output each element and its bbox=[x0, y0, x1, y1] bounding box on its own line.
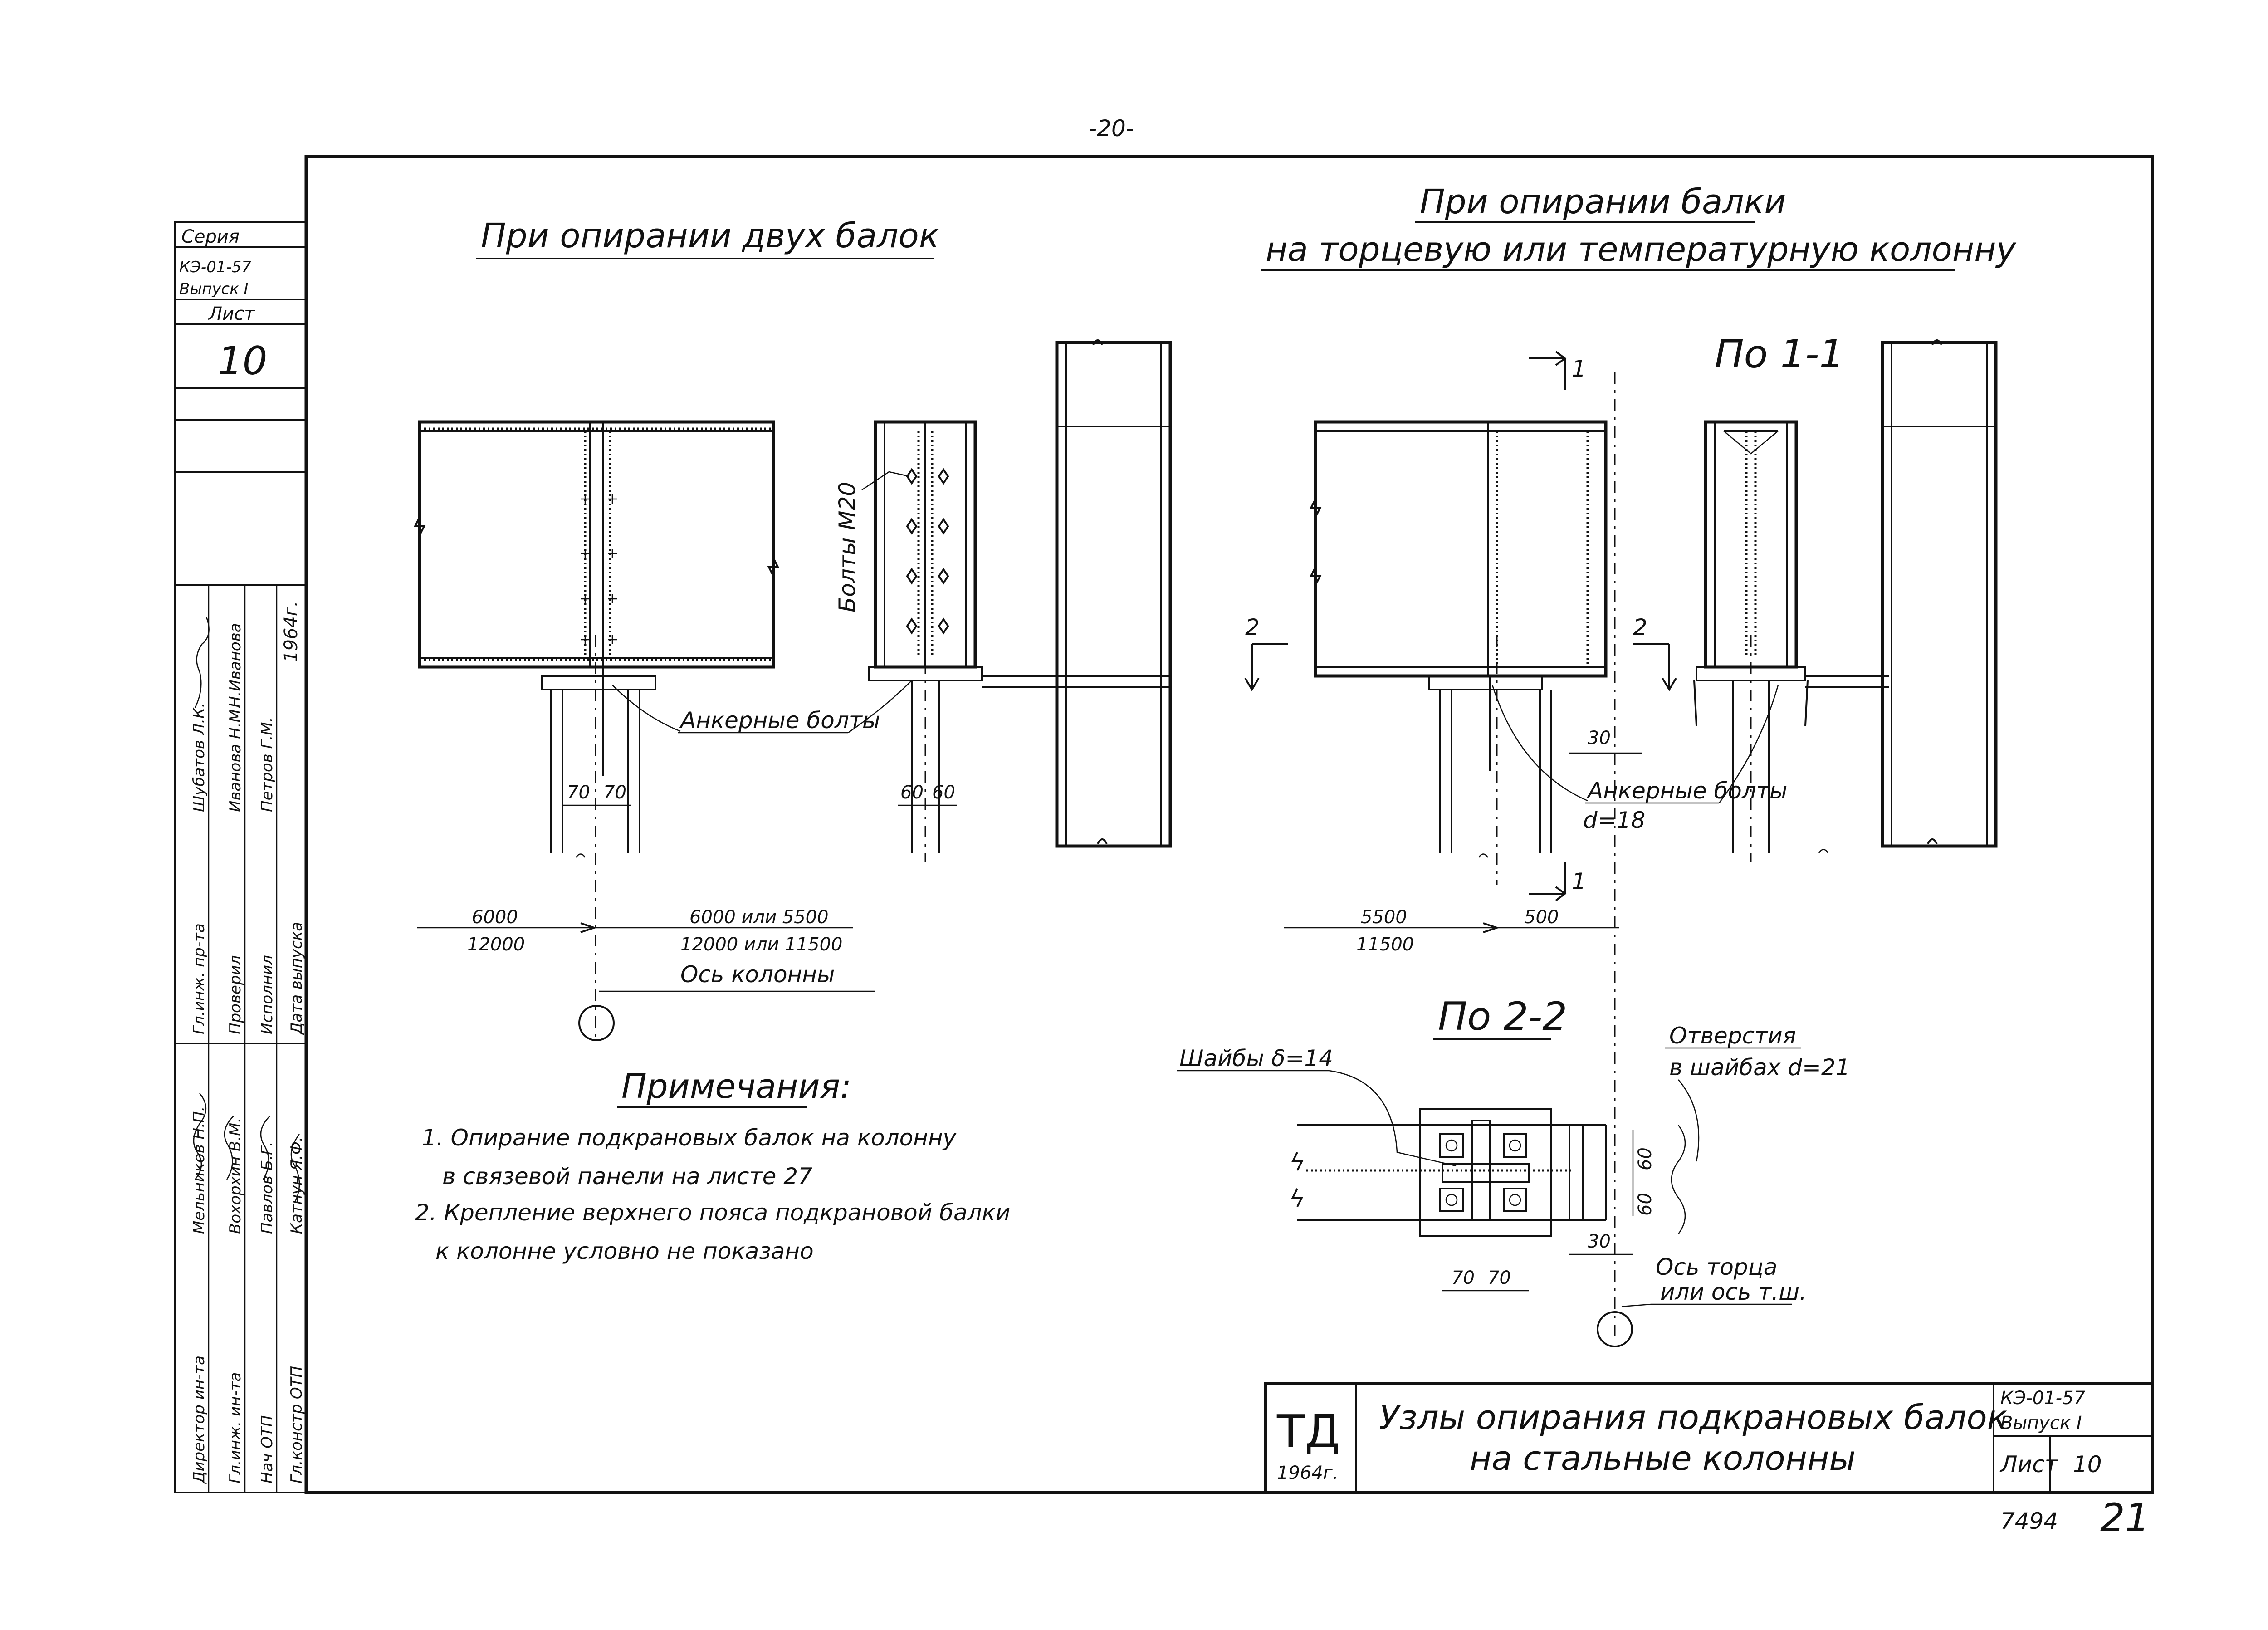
dim-60-bottom: 60 bbox=[1635, 1193, 1656, 1216]
dim-60-a: 60 bbox=[900, 782, 924, 803]
stamp-issue: Выпуск I bbox=[179, 280, 249, 298]
note-line-4: к колонне условно не показано bbox=[435, 1238, 814, 1264]
logo: ТД bbox=[1276, 1405, 1340, 1458]
anchor-bolts-label: Анкерные болты bbox=[679, 707, 880, 734]
footer-page: 21 bbox=[2100, 1495, 2150, 1541]
right-span-top: 5500 bbox=[1361, 907, 1407, 928]
notes: Примечания: 1. Опирание подкрановых бало… bbox=[415, 1067, 1010, 1264]
block-series-code: КЭ-01-57 bbox=[2000, 1388, 2086, 1409]
page-number: -20- bbox=[1089, 115, 1134, 142]
logo-year: 1964г. bbox=[1277, 1463, 1339, 1483]
column-bolts bbox=[906, 468, 949, 635]
title-block: ТД 1964г. Узлы опирания подкрановых бало… bbox=[1264, 1382, 2154, 1494]
section-2-2: По 2-2 Шайбы δ=14 Отверстия в шайбах d=2… bbox=[1177, 994, 1850, 1347]
stamp-role-6: Проверил bbox=[226, 955, 244, 1034]
stamp-series-code: КЭ-01-57 bbox=[179, 258, 251, 276]
right-view-title-1: При опирании балки bbox=[1420, 182, 1786, 221]
cut-1-bottom: 1 bbox=[1572, 868, 1586, 895]
note-line-2: в связевой панели на листе 27 bbox=[442, 1163, 812, 1189]
signature-2 bbox=[193, 1093, 207, 1180]
holes-label-1: Отверстия bbox=[1669, 1023, 1796, 1049]
stamp-role-2: Гл.инж. ин-та bbox=[226, 1372, 244, 1483]
left-view-title: При опирании двух балок bbox=[481, 216, 939, 255]
right-offset: 500 bbox=[1524, 907, 1559, 928]
stamp-role-5: Гл.инж. пр-та bbox=[190, 923, 208, 1034]
axis-marker-left bbox=[578, 1005, 615, 1041]
block-issue: Выпуск I bbox=[2000, 1413, 2082, 1434]
holes-label-2: в шайбах d=21 bbox=[1669, 1054, 1850, 1081]
stamp-series-label: Серия bbox=[181, 226, 240, 247]
side-stamp: Серия КЭ-01-57 Выпуск I Лист 10 1964г. Д… bbox=[174, 221, 307, 1493]
main-frame bbox=[304, 155, 2154, 1494]
right-anchor-dia: d=18 bbox=[1583, 807, 1645, 833]
block-sheet-number: 10 bbox=[2073, 1451, 2102, 1478]
axis-label: Ось колонны bbox=[680, 961, 835, 988]
stamp-role-1: Директор ин-та bbox=[190, 1356, 208, 1484]
block-sheet-label: Лист bbox=[1999, 1451, 2059, 1478]
stamp-year: 1964г. bbox=[281, 601, 302, 662]
cut-2-left: 2 bbox=[1245, 614, 1260, 641]
stamp-name-3: Павлов Б.Г. bbox=[258, 1141, 276, 1234]
stamp-role-3: Нач ОТП bbox=[258, 1415, 276, 1483]
dim-30-bottom: 30 bbox=[1588, 1231, 1611, 1252]
right-view: При опирании балки на торцевую или темпе… bbox=[1244, 182, 2017, 1343]
stamp-name-1: Мельников Н.П. bbox=[190, 1106, 208, 1234]
dim-70-b: 70 bbox=[603, 782, 626, 803]
stamp-name-5: Шубатов Л.К. bbox=[190, 703, 208, 812]
washers bbox=[1439, 1133, 1527, 1212]
stamp-sheet-label: Лист bbox=[208, 303, 255, 324]
stamp-sheet-number: 10 bbox=[218, 338, 267, 384]
end-axis-1: Ось торца bbox=[1656, 1254, 1777, 1280]
dim-60-b: 60 bbox=[932, 782, 955, 803]
drawing-title-1: Узлы опирания подкрановых балок bbox=[1379, 1398, 2008, 1437]
span-left-bottom: 12000 bbox=[467, 934, 525, 955]
signature-5 bbox=[290, 1134, 300, 1203]
right-span-bottom: 11500 bbox=[1356, 934, 1414, 955]
dim-70-left: 70 bbox=[1452, 1268, 1475, 1288]
end-axis-2: или ось т.ш. bbox=[1660, 1279, 1807, 1305]
note-line-1: 1. Опирание подкрановых балок на колонну bbox=[422, 1125, 957, 1151]
notes-heading: Примечания: bbox=[621, 1067, 851, 1106]
stamp-name-4: Катнун Я.Ф. bbox=[288, 1136, 306, 1234]
span-right-bottom: 12000 или 11500 bbox=[680, 934, 842, 955]
cut-1-top: 1 bbox=[1572, 356, 1586, 382]
dim-70-a: 70 bbox=[567, 782, 590, 803]
span-left-top: 6000 bbox=[472, 907, 518, 928]
signature-1 bbox=[194, 617, 210, 708]
signature-3 bbox=[224, 1116, 234, 1180]
dim-30-right: 30 bbox=[1588, 728, 1611, 749]
washer-label: Шайбы δ=14 bbox=[1179, 1045, 1333, 1072]
cut-2-right: 2 bbox=[1633, 614, 1647, 641]
dim-70-right: 70 bbox=[1488, 1268, 1511, 1288]
axis-marker-right bbox=[1597, 1311, 1633, 1347]
inventory-number: 7494 bbox=[2000, 1508, 2058, 1534]
bolt-label: Болты М20 bbox=[834, 482, 860, 612]
stamp-name-8: Н.Иванова bbox=[226, 623, 244, 708]
right-view-title-2: на торцевую или температурную колонну bbox=[1266, 230, 2017, 269]
right-anchor-label: Анкерные болты bbox=[1586, 778, 1787, 804]
signature-4 bbox=[260, 1116, 270, 1180]
section-2-2-title: По 2-2 bbox=[1438, 994, 1567, 1039]
stamp-role-7: Исполнил bbox=[258, 955, 276, 1034]
section-1-1-label: По 1-1 bbox=[1715, 332, 1844, 377]
stamp-name-7: Петров Г.М. bbox=[258, 717, 276, 812]
stamp-role-8: Дата выпуска bbox=[288, 922, 306, 1035]
left-view: При опирании двух балок 70 70 bbox=[413, 216, 1172, 1043]
drawing-title-2: на стальные колонны bbox=[1470, 1439, 1856, 1478]
beam-bolts bbox=[581, 494, 617, 644]
note-line-3: 2. Крепление верхнего пояса подкрановой … bbox=[415, 1199, 1010, 1226]
stamp-name-6: Иванова Н.М. bbox=[226, 704, 244, 812]
stamp-role-4: Гл.констр ОТП bbox=[288, 1366, 306, 1483]
span-right-top: 6000 или 5500 bbox=[689, 907, 829, 928]
dim-60-top: 60 bbox=[1635, 1147, 1656, 1170]
